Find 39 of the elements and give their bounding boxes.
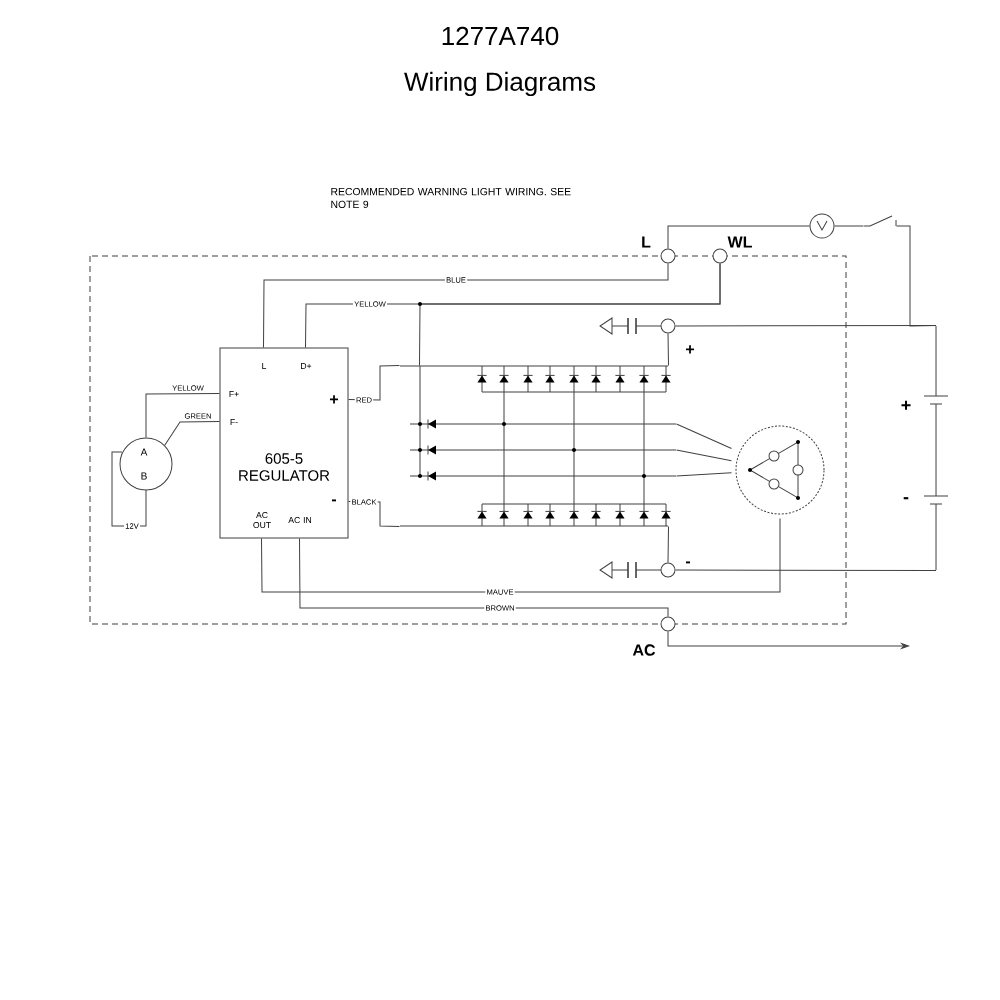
warning-lamp (809, 213, 835, 239)
wire (667, 631, 909, 649)
terminal: AC (632, 616, 676, 656)
stator-drawing (735, 425, 825, 515)
pin-label: + (330, 395, 338, 404)
wire (675, 569, 937, 571)
wire (667, 526, 669, 563)
battery-symbol (923, 325, 949, 571)
terminal: L (642, 236, 676, 264)
wire (145, 393, 220, 438)
terminal: + (660, 318, 695, 354)
wire (348, 501, 400, 527)
node-label: + (686, 345, 695, 354)
wire (667, 225, 810, 249)
wire (675, 325, 937, 327)
wire (667, 333, 669, 366)
wire (164, 421, 220, 446)
wire (299, 538, 669, 617)
wire (263, 263, 669, 348)
switch-symbol (863, 215, 897, 227)
rectifier-drawing (399, 365, 677, 527)
pin-label: - (331, 499, 336, 502)
wire (676, 449, 732, 462)
title: Wiring Diagrams (404, 71, 596, 97)
wire (261, 518, 781, 593)
wire (834, 225, 864, 227)
terminal: - (660, 561, 690, 578)
node-label: AC (632, 644, 656, 656)
polarity-sign: + (901, 400, 911, 410)
wire (418, 263, 721, 366)
wire (348, 365, 400, 401)
part-number: 1277A740 (442, 26, 559, 46)
polarity-sign: - (903, 497, 909, 500)
wire (676, 423, 732, 449)
wire (676, 472, 732, 477)
node-label: WL (727, 236, 752, 248)
terminal: WL (712, 236, 752, 264)
node-label: L (642, 236, 651, 248)
node-label: - (685, 561, 691, 564)
